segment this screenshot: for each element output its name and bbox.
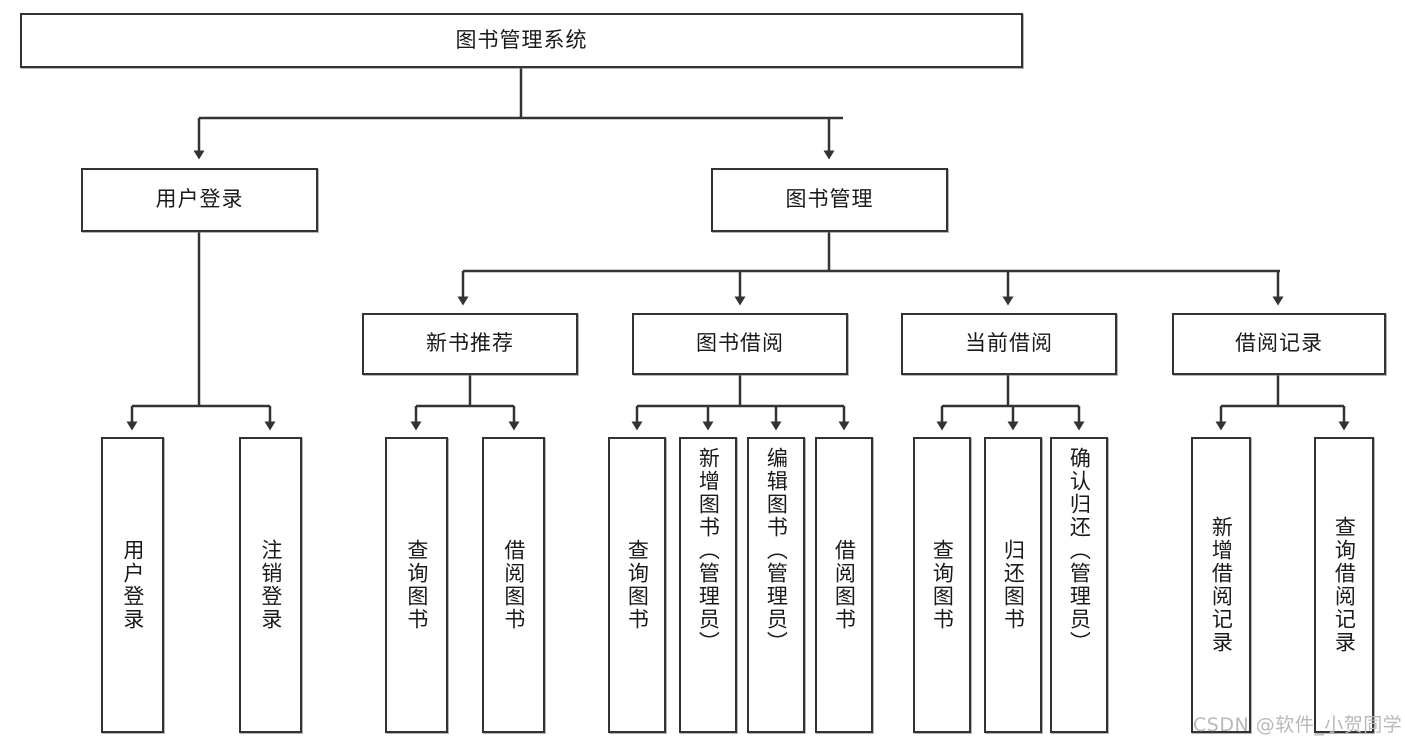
node-root[interactable]: 图书管理系统	[20, 13, 1023, 68]
edge-root-to-level1	[193, 68, 843, 160]
edge-current-borrow-to-leaves	[936, 375, 1085, 431]
node-leaf-user-login-label: 用户登录	[120, 539, 145, 631]
edge-book-borrow-to-leaves	[631, 375, 850, 431]
node-leaf-borrow-book-recommend-label: 借阅图书	[501, 539, 526, 631]
edge-book-manage-to-level2	[457, 232, 1284, 306]
node-leaf-query-borrow-record-label: 查询借阅记录	[1332, 516, 1357, 654]
node-current-borrow-label: 当前借阅	[965, 331, 1053, 356]
node-root-label: 图书管理系统	[455, 27, 588, 52]
edge-new-book-rec-to-leaves	[410, 375, 520, 431]
node-leaf-query-borrow-record[interactable]: 查询借阅记录	[1314, 437, 1374, 733]
node-leaf-query-book-borrow-label: 查询图书	[625, 539, 650, 631]
node-borrow-record[interactable]: 借阅记录	[1172, 313, 1386, 375]
csdn-watermark: CSDN @软件_小贺同学	[1193, 714, 1403, 736]
node-leaf-logout-label: 注销登录	[258, 539, 283, 631]
node-new-book-recommend-label: 新书推荐	[426, 331, 514, 356]
node-leaf-return-book-label: 归还图书	[1001, 539, 1026, 631]
node-book-manage-label: 图书管理	[785, 187, 874, 212]
node-leaf-query-book-current-label: 查询图书	[930, 539, 955, 631]
node-leaf-add-book-label: 新增图书（管理员）	[696, 447, 721, 654]
node-leaf-query-book-recommend-label: 查询图书	[404, 539, 429, 631]
node-leaf-edit-book-label: 编辑图书（管理员）	[764, 447, 789, 654]
node-new-book-recommend[interactable]: 新书推荐	[362, 313, 578, 375]
node-leaf-add-book[interactable]: 新增图书（管理员）	[679, 437, 737, 733]
node-leaf-query-book-recommend[interactable]: 查询图书	[385, 437, 448, 733]
node-user-login[interactable]: 用户登录	[81, 168, 318, 232]
node-leaf-user-login[interactable]: 用户登录	[101, 437, 164, 733]
node-leaf-confirm-return-label: 确认归还（管理员）	[1067, 447, 1092, 654]
node-leaf-add-borrow-record[interactable]: 新增借阅记录	[1191, 437, 1251, 733]
node-leaf-borrow-book-recommend[interactable]: 借阅图书	[482, 437, 545, 733]
edge-user-login-to-leaves	[126, 232, 276, 431]
edge-borrow-record-to-leaves	[1215, 375, 1350, 431]
node-book-borrow[interactable]: 图书借阅	[632, 313, 848, 375]
node-leaf-borrow-book[interactable]: 借阅图书	[815, 437, 873, 733]
node-leaf-add-borrow-record-label: 新增借阅记录	[1209, 516, 1234, 654]
node-leaf-confirm-return[interactable]: 确认归还（管理员）	[1050, 437, 1108, 733]
node-user-login-label: 用户登录	[155, 187, 244, 212]
node-current-borrow[interactable]: 当前借阅	[901, 313, 1117, 375]
node-book-manage[interactable]: 图书管理	[711, 168, 948, 232]
node-leaf-edit-book[interactable]: 编辑图书（管理员）	[747, 437, 805, 733]
node-leaf-logout[interactable]: 注销登录	[239, 437, 302, 733]
node-leaf-query-book-borrow[interactable]: 查询图书	[608, 437, 666, 733]
node-book-borrow-label: 图书借阅	[696, 331, 784, 356]
node-leaf-query-book-current[interactable]: 查询图书	[913, 437, 971, 733]
node-leaf-borrow-book-label: 借阅图书	[832, 539, 857, 631]
node-leaf-return-book[interactable]: 归还图书	[984, 437, 1042, 733]
node-borrow-record-label: 借阅记录	[1235, 331, 1323, 356]
